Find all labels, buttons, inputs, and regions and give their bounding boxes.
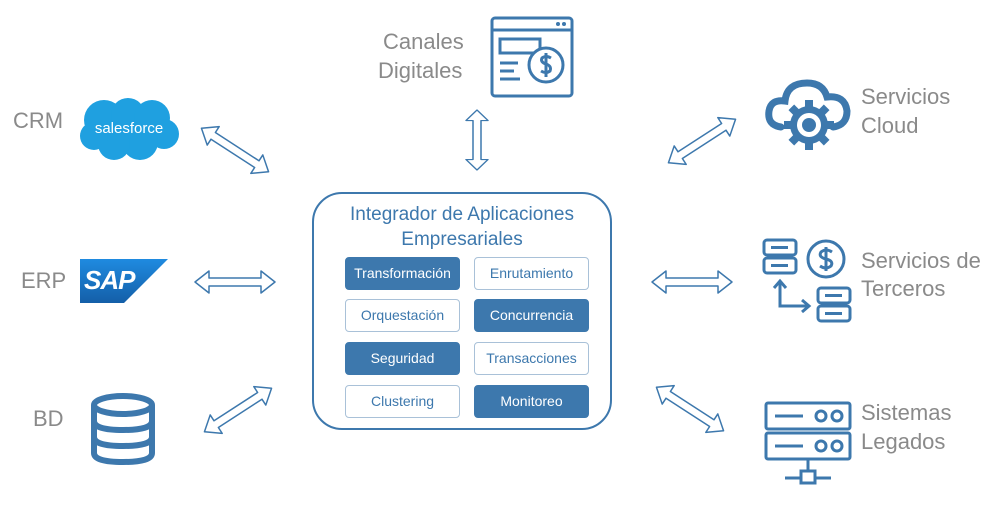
cloud-label-line2: Cloud <box>861 113 919 138</box>
capability-chip-orquestacion: Orquestación <box>345 299 460 332</box>
hub-title: Integrador de Aplicaciones Empresariales <box>314 202 610 252</box>
bd-label: BD <box>33 406 64 431</box>
salesforce-logo: salesforce <box>78 96 180 164</box>
capability-chip-clustering: Clustering <box>345 385 460 418</box>
hub-title-line2: Empresariales <box>401 229 523 250</box>
hub-title-line1: Integrador de Aplicaciones <box>350 204 574 225</box>
capability-chip-concurrencia: Concurrencia <box>474 299 589 332</box>
salesforce-logo-text: salesforce <box>94 120 164 137</box>
integration-hub: Integrador de Aplicaciones Empresariales… <box>312 192 612 430</box>
cloud-connector-arrow <box>661 109 743 173</box>
server-rack-icon <box>763 400 853 486</box>
crm-connector-arrow <box>194 118 276 182</box>
legados-label-line1: Sistemas <box>861 400 952 425</box>
crm-label: CRM <box>13 108 64 133</box>
cloud-gear-icon <box>765 75 853 151</box>
canales-label-line1: Canales <box>383 29 464 54</box>
legados-connector-arrow <box>649 377 731 441</box>
canales-connector-arrow <box>465 109 489 171</box>
erp-connector-arrow <box>194 270 276 294</box>
database-icon <box>89 393 157 466</box>
terceros-label-line2: Terceros <box>861 276 946 301</box>
sap-logo-text: SAP <box>84 265 135 295</box>
capability-chip-monitoreo: Monitoreo <box>474 385 589 418</box>
third-party-service-icon <box>762 238 856 328</box>
payment-window-icon <box>488 15 576 101</box>
capability-chip-transacciones: Transacciones <box>474 342 589 375</box>
bd-connector-arrow <box>197 378 279 442</box>
capability-chip-transformacion: Transformación <box>345 257 460 290</box>
erp-label: ERP <box>21 268 67 293</box>
sap-logo: SAP <box>80 259 168 303</box>
terceros-label-line1: Servicios de <box>861 248 981 273</box>
canales-label-line2: Digitales <box>378 58 463 83</box>
cloud-label-line1: Servicios <box>861 84 951 109</box>
legados-label-line2: Legados <box>861 429 946 454</box>
terceros-connector-arrow <box>651 270 733 294</box>
capability-chip-seguridad: Seguridad <box>345 342 460 375</box>
capability-chip-enrutamiento: Enrutamiento <box>474 257 589 290</box>
